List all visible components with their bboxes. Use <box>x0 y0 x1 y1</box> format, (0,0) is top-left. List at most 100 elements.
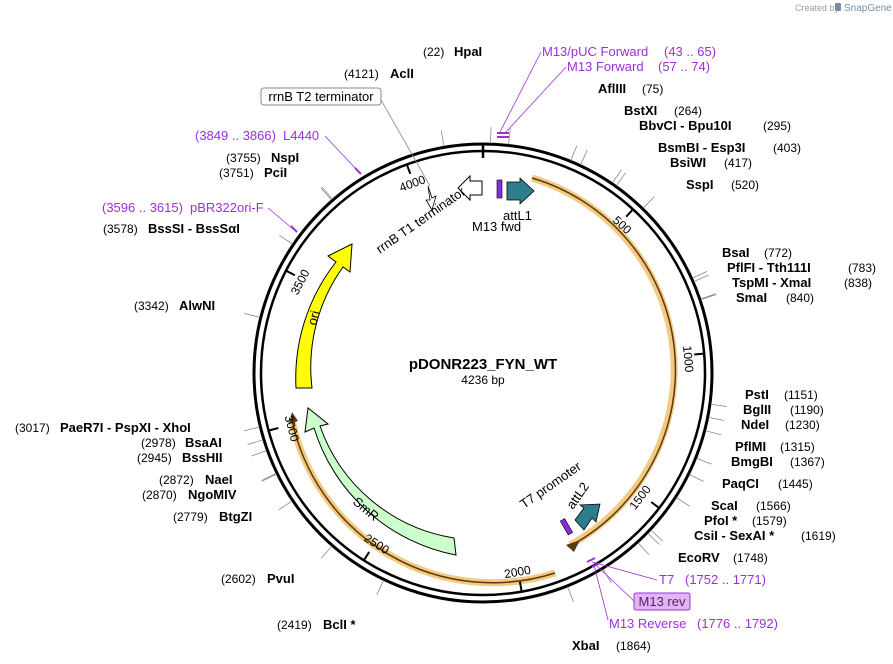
orf-arc-right-arrow <box>566 540 580 552</box>
site-leader-25 <box>279 234 293 245</box>
rrnb-t2-label-box: rrnB T2 terminator <box>260 87 382 106</box>
site-tspmi: TspMI - XmaI (838) <box>732 274 872 291</box>
site-nspi: (3755) NspI <box>226 149 299 166</box>
primer-m13fwd: M13 Forward (57 .. 74) <box>567 58 710 75</box>
scale-tick-500 <box>625 208 634 218</box>
site-bsssi: (3578) BssSI - BssSαI <box>103 220 240 237</box>
site-ndei: NdeI (1230) <box>741 416 820 433</box>
site-csii: CsiI - SexAI * (1619) <box>694 527 836 544</box>
ori-label: ori <box>304 309 322 327</box>
rrnb-t1-arrow <box>457 174 483 202</box>
orf-arc-left-arrow <box>289 412 298 424</box>
primer-l4440: (3849 .. 3866) L4440 <box>195 127 319 144</box>
primer-m13fwd-leader <box>505 66 567 133</box>
scale-label-1500: 1500 <box>626 482 654 512</box>
site-leader-34 <box>376 580 385 596</box>
scale-label-500: 500 <box>610 213 634 237</box>
scale-tick-1500 <box>650 501 660 509</box>
site-leader-30 <box>261 473 277 481</box>
site-alwni: (3342) AlwNI <box>134 297 215 314</box>
site-pcii: (3751) PciI <box>219 164 287 181</box>
site-sspi: SspI (520) <box>686 176 759 193</box>
site-bsaai: (2978) BsaAI <box>141 434 222 451</box>
site-pvui: (2602) PvuI <box>221 570 294 587</box>
primer-labels: M13/pUC Forward (43 .. 65) M13 Forward (… <box>102 44 778 631</box>
attl1-label: attL1 <box>503 208 532 223</box>
site-leader-10 <box>700 294 717 300</box>
site-leader-33 <box>320 545 333 559</box>
site-bcli: (2419) BclI * <box>277 616 356 633</box>
scale-tick-3000 <box>268 427 279 432</box>
site-leader-11 <box>710 403 727 407</box>
site-leader-7 <box>692 271 708 279</box>
site-leader-28 <box>247 439 264 445</box>
site-psti: PstI (1151) <box>745 386 818 403</box>
site-ecorv: EcoRV (1748) <box>678 549 768 566</box>
primer-m13rev: M13 rev <box>633 592 691 611</box>
site-leader-29 <box>251 450 267 457</box>
site-leader-0 <box>490 127 492 144</box>
svg-text:M13 rev: M13 rev <box>639 594 686 609</box>
site-leader-5 <box>616 172 626 186</box>
site-pflfi: PflFI - Tth111I (783) <box>727 259 876 276</box>
site-bsiwi: BsiWI (417) <box>670 154 752 171</box>
primer-m13rev-leader <box>595 564 635 602</box>
site-leader-27 <box>243 426 260 432</box>
sites-right: (22) HpaI AflIII (75) BstXI (264) BbvCI … <box>423 43 876 654</box>
sites-left: (4121) AclI (3755) NspI (3751) PciI (357… <box>15 66 414 633</box>
site-leader-23 <box>321 186 333 200</box>
plasmid-name: pDONR223_FYN_WT <box>409 356 557 373</box>
site-bsshii: (2945) BssHII <box>137 449 222 466</box>
site-bstxi: BstXI (264) <box>624 102 702 119</box>
primer-pbr322: (3596 .. 3615) pBR322ori-F <box>102 199 264 216</box>
site-leader-24 <box>320 187 332 201</box>
site-leader-16 <box>676 497 690 507</box>
scale-label-3500: 3500 <box>288 267 313 297</box>
scale-label-4000: 4000 <box>397 172 427 194</box>
site-smai: SmaI (840) <box>736 289 814 306</box>
site-pflmi: PflMI (1315) <box>735 438 815 455</box>
site-paer7i: (3017) PaeR7I - PspXI - XhoI <box>15 419 191 436</box>
site-leader-32 <box>278 500 293 511</box>
site-bmgbi: BmgBI (1367) <box>731 453 825 470</box>
scale-tick-2000 <box>518 581 523 592</box>
orf-arc-left <box>288 419 557 587</box>
site-bglii: BglII (1190) <box>743 401 824 418</box>
site-leader-13 <box>705 430 722 436</box>
site-hpai: (22) HpaI <box>423 43 482 60</box>
orf-arc-left-core <box>291 419 556 584</box>
site-leader-2 <box>570 145 578 161</box>
site-leader-31 <box>261 473 277 482</box>
site-paqci: PaqCI (1445) <box>722 475 813 492</box>
m13fwd-label: M13 fwd <box>472 219 521 234</box>
orf-arc-right-core <box>531 177 677 546</box>
site-leader-3 <box>580 150 588 165</box>
site-btgzi: (2779) BtgZI <box>173 508 252 525</box>
site-scai: ScaI (1566) <box>711 497 791 514</box>
primer-m13puc-leader <box>499 51 542 133</box>
site-leader-15 <box>689 474 704 482</box>
plasmid-length: 4236 bp <box>461 373 505 387</box>
site-leader-22 <box>440 130 445 147</box>
site-bbvci: BbvCI - Bpu10I (295) <box>639 117 791 134</box>
site-leader-17 <box>650 529 663 542</box>
site-ngomiv: (2870) NgoMIV <box>142 486 237 503</box>
site-leader-18 <box>647 533 660 545</box>
primer-m13reverse-leader <box>593 564 609 621</box>
site-leader-19 <box>637 542 650 555</box>
scale-tick-2500 <box>362 551 371 561</box>
primer-l4440-leader <box>324 135 358 171</box>
site-afliii: AflIII (75) <box>598 80 663 97</box>
primer-t7: T7 (1752 .. 1771) <box>659 571 766 588</box>
site-leader-1 <box>508 128 511 145</box>
primer-pbr322-leader <box>267 207 294 230</box>
leader-layer <box>243 127 727 602</box>
scale-label-1000: 1000 <box>680 345 696 373</box>
created-by-text: Created by <box>795 3 840 13</box>
rrnb-t2-label: rrnB T2 terminator <box>268 89 374 104</box>
site-leader-12 <box>708 417 725 421</box>
primer-mark-pbr322 <box>290 225 298 233</box>
site-xbai: XbaI (1864) <box>572 637 651 654</box>
site-bsmbi: BsmBI - Esp3I (403) <box>658 139 801 156</box>
site-leader-26 <box>244 313 260 318</box>
